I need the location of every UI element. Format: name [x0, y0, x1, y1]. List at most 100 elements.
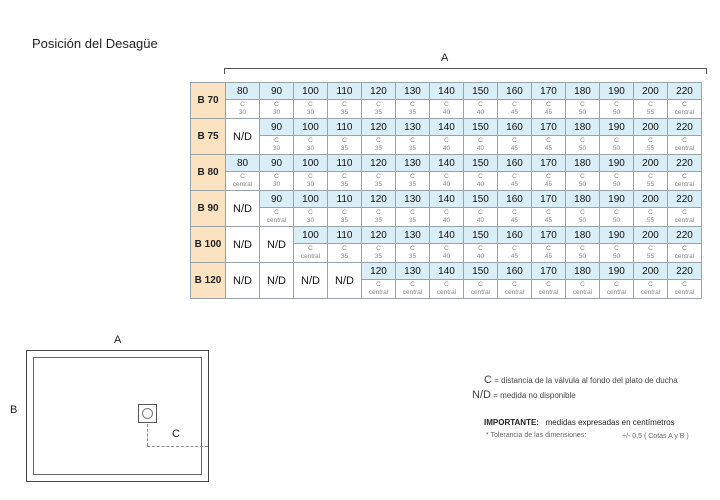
c-prefix: C	[342, 245, 347, 252]
c-prefix: C	[648, 281, 653, 288]
c-measure: 35	[340, 181, 349, 188]
c-measure: central	[674, 253, 695, 260]
c-prefix: C	[614, 101, 619, 108]
c-measure: central	[402, 289, 423, 296]
c-prefix: C	[376, 173, 381, 180]
width-a-value: 90	[259, 190, 294, 208]
row-label-b: B 120	[190, 262, 226, 299]
row-label-b: B 70	[190, 82, 226, 119]
c-dimension-tick	[147, 424, 148, 446]
width-a-value: 190	[599, 226, 634, 244]
width-a-value: 160	[497, 226, 532, 244]
width-a-value: 140	[429, 190, 464, 208]
important-label: IMPORTANTE:	[484, 418, 539, 427]
not-available-cell: N/D	[225, 118, 260, 155]
width-a-value: 220	[667, 154, 702, 172]
c-dimension-line	[147, 446, 208, 447]
c-prefix: C	[682, 209, 687, 216]
c-measure: 40	[476, 217, 485, 224]
width-a-value: 170	[531, 154, 566, 172]
width-a-value: 100	[293, 118, 328, 136]
c-prefix: C	[580, 173, 585, 180]
c-prefix: C	[240, 173, 245, 180]
c-prefix: C	[274, 101, 279, 108]
c-measure: 30	[238, 109, 247, 116]
c-measure: 40	[476, 109, 485, 116]
c-measure: 50	[578, 145, 587, 152]
important-text: medidas expresadas en centímetros	[545, 418, 675, 427]
c-prefix: C	[444, 101, 449, 108]
c-prefix: C	[682, 173, 687, 180]
c-prefix: C	[274, 137, 279, 144]
c-prefix: C	[580, 137, 585, 144]
c-measure: central	[606, 289, 627, 296]
c-measure: 40	[442, 181, 451, 188]
width-a-value: 220	[667, 82, 702, 100]
width-a-value: 190	[599, 154, 634, 172]
width-a-value: 150	[463, 190, 498, 208]
width-a-value: 170	[531, 262, 566, 280]
c-prefix: C	[546, 137, 551, 144]
c-prefix: C	[410, 137, 415, 144]
c-prefix: C	[478, 173, 483, 180]
c-prefix: C	[342, 101, 347, 108]
width-a-value: 150	[463, 118, 498, 136]
c-prefix: C	[274, 173, 279, 180]
c-prefix: C	[478, 101, 483, 108]
c-prefix: C	[580, 101, 585, 108]
c-prefix: C	[682, 281, 687, 288]
width-a-value: 200	[633, 190, 668, 208]
width-a-value: 150	[463, 82, 498, 100]
width-a-value: 180	[565, 154, 600, 172]
c-measure: 30	[272, 109, 281, 116]
row-label-b: B 75	[190, 118, 226, 155]
c-prefix: C	[512, 101, 517, 108]
c-prefix: C	[614, 281, 619, 288]
width-a-value: 80	[225, 154, 260, 172]
width-a-value: 200	[633, 118, 668, 136]
width-a-value: 200	[633, 226, 668, 244]
legend-c-symbol: C	[484, 374, 492, 386]
tolerance-label: * Tolerancia de las dimensiones:	[486, 432, 587, 439]
c-measure: central	[436, 289, 457, 296]
width-a-value: 100	[293, 226, 328, 244]
c-prefix: C	[614, 245, 619, 252]
c-prefix: C	[308, 101, 313, 108]
page-title: Posición del Desagüe	[32, 36, 158, 51]
width-a-value: 160	[497, 262, 532, 280]
c-prefix: C	[648, 209, 653, 216]
c-prefix: C	[376, 281, 381, 288]
width-a-value: 170	[531, 190, 566, 208]
width-a-value: 90	[259, 118, 294, 136]
c-prefix: C	[546, 245, 551, 252]
important-note: IMPORTANTE: medidas expresadas en centím…	[484, 418, 675, 427]
width-a-value: 100	[293, 190, 328, 208]
not-available-cell: N/D	[259, 262, 294, 299]
